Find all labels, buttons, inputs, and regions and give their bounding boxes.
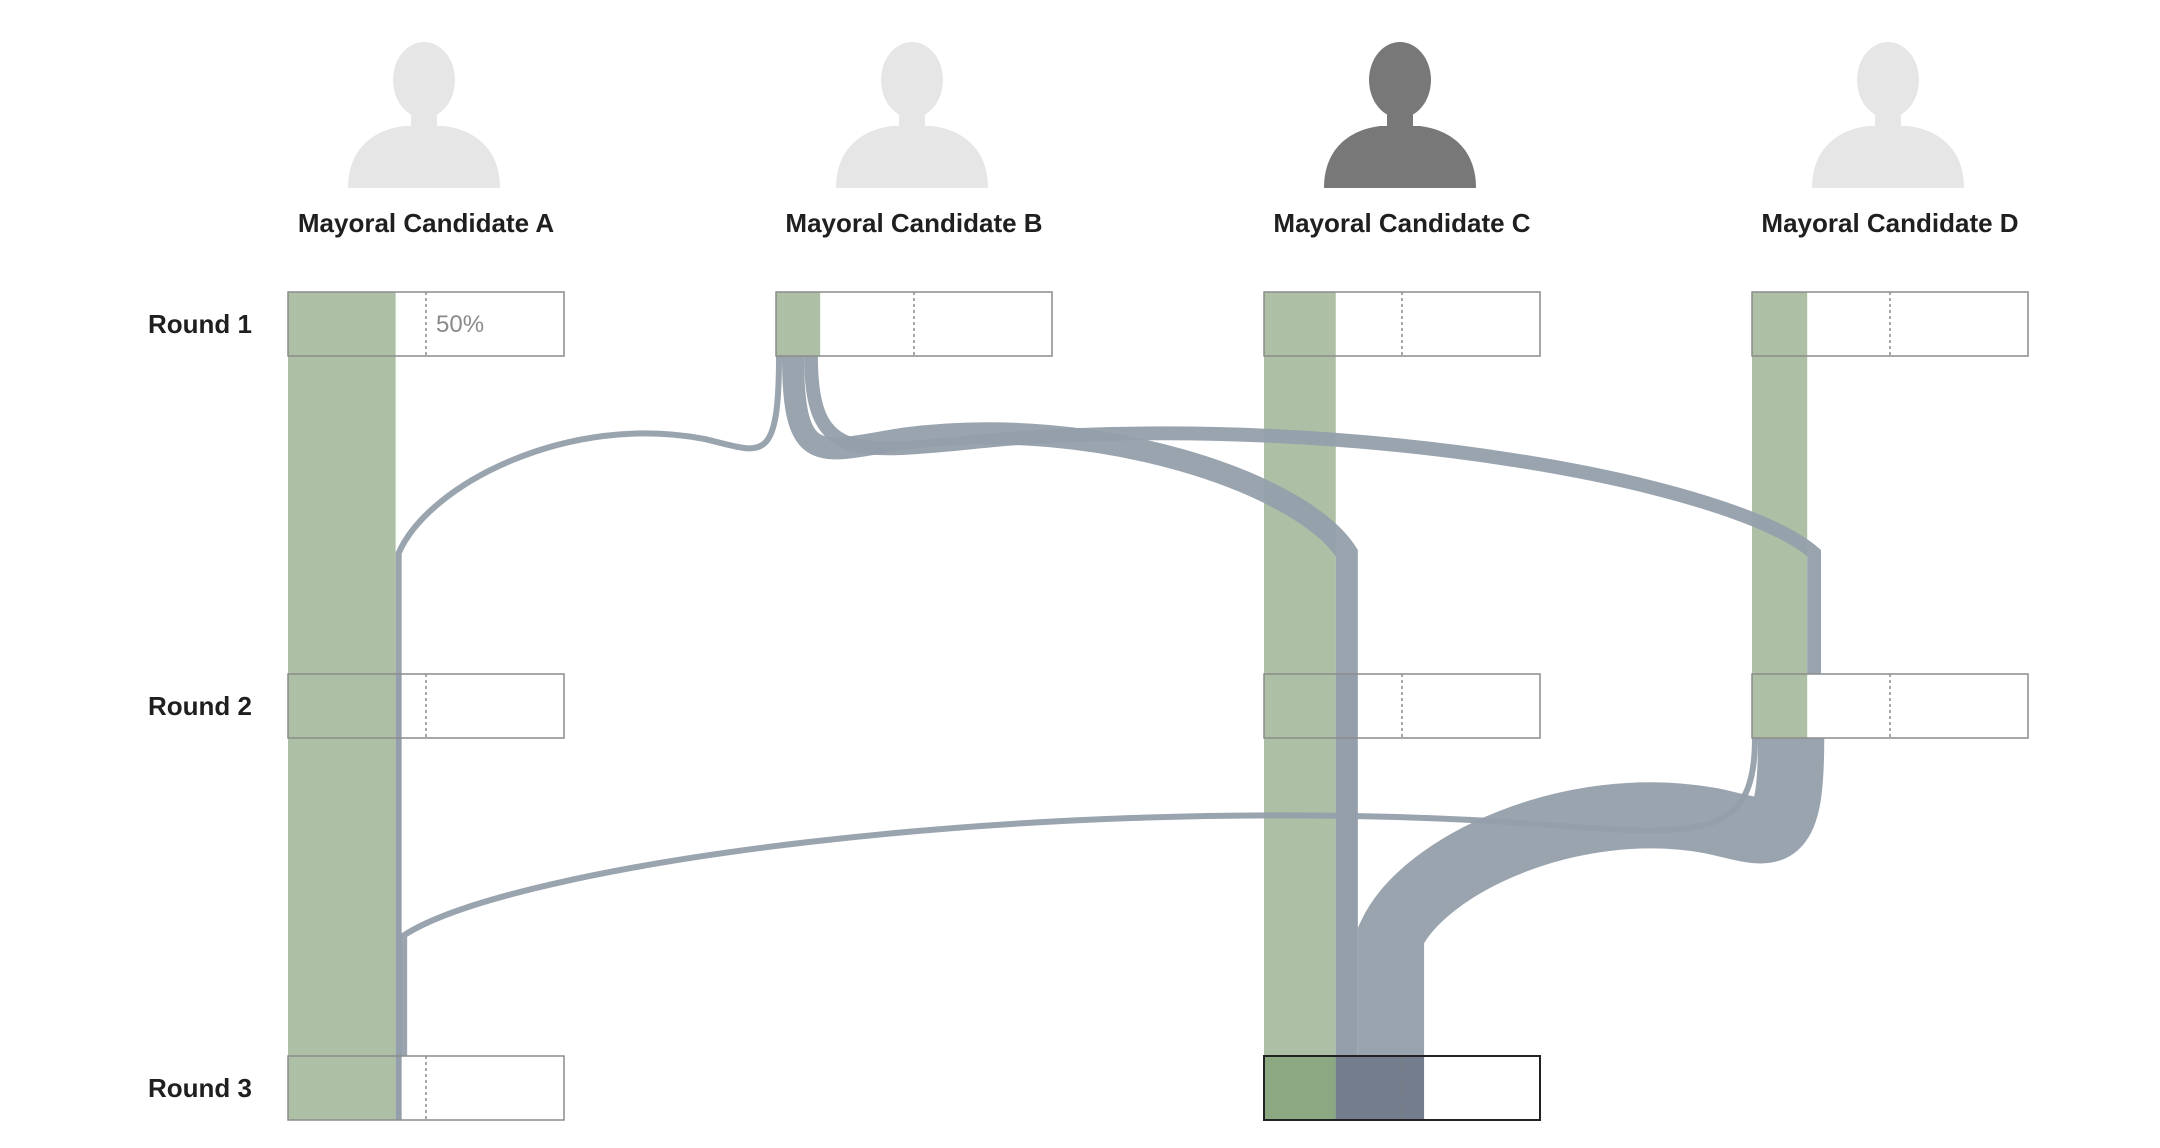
candidate-name: Mayoral Candidate B (785, 208, 1042, 238)
transfer-carry-column (1335, 674, 1358, 1120)
silhouette-shoulders (348, 126, 500, 188)
silhouette-shoulders (836, 126, 988, 188)
round-box (775, 291, 1053, 357)
box-outline (287, 673, 565, 739)
round-box (287, 673, 565, 739)
box-outline (775, 291, 1053, 357)
box-outline (1263, 673, 1541, 739)
transfer-flow (395, 355, 782, 674)
vote-bars (288, 292, 1808, 1120)
round-boxes: 50% (287, 291, 2029, 1121)
transfer-carry-column (395, 674, 402, 1120)
person-silhouette-icon (1812, 42, 1964, 188)
box-outline (287, 1055, 565, 1121)
round-label: Round 3 (148, 1073, 252, 1103)
round-box (287, 1055, 565, 1121)
round-label: Round 1 (148, 309, 252, 339)
box-outline (287, 291, 565, 357)
candidate-name: Mayoral Candidate A (298, 208, 554, 238)
box-outline (1751, 673, 2029, 739)
round-labels: Round 1 Round 2 Round 3 (148, 309, 252, 1103)
candidate-silhouettes (348, 42, 1964, 188)
round-box (1263, 1055, 1541, 1121)
transfer-flow (804, 355, 1821, 674)
candidate-name: Mayoral Candidate C (1273, 208, 1530, 238)
transfer-flow (782, 355, 1358, 674)
silhouette-head (1857, 42, 1919, 118)
vote-bar-column (776, 292, 821, 356)
transfer-flow (1357, 737, 1825, 1056)
transfer-flows (395, 355, 1825, 1120)
round-label: Round 2 (148, 691, 252, 721)
vote-bar-column (1752, 292, 1808, 738)
round-box (1751, 673, 2029, 739)
vote-bar-column (288, 292, 396, 1120)
silhouette-shoulders (1812, 126, 1964, 188)
box-outline (1751, 291, 2029, 357)
transfer-flow (401, 737, 1758, 1056)
round-box (1263, 291, 1541, 357)
silhouette-head (393, 42, 455, 118)
box-outline (1263, 1055, 1541, 1121)
candidate-names: Mayoral Candidate A Mayoral Candidate B Ma… (298, 208, 2019, 238)
round-box (1751, 291, 2029, 357)
winner-base-fill (1264, 1056, 1336, 1120)
silhouette-shoulders (1324, 126, 1476, 188)
silhouette-head (1369, 42, 1431, 118)
person-silhouette-icon (836, 42, 988, 188)
round-box: 50% (287, 291, 565, 357)
threshold-label: 50% (436, 311, 484, 338)
candidate-name: Mayoral Candidate D (1761, 208, 2018, 238)
winner-transfer-fill (1335, 1056, 1425, 1120)
silhouette-head (881, 42, 943, 118)
box-outline (1263, 291, 1541, 357)
person-silhouette-icon (1324, 42, 1476, 188)
vote-bar-column (1264, 292, 1336, 1120)
person-silhouette-icon (348, 42, 500, 188)
round-box (1263, 673, 1541, 739)
